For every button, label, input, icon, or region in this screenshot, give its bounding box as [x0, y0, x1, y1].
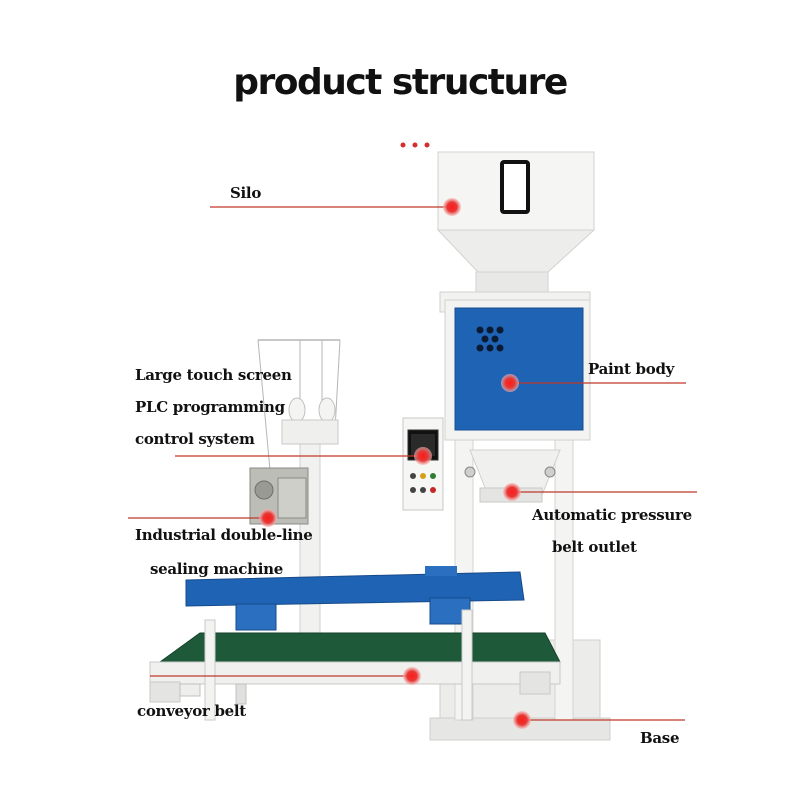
label-sealing-1: Industrial double-line	[135, 526, 313, 544]
paint-body-marker	[501, 374, 519, 392]
label-outlet-2: belt outlet	[552, 538, 637, 556]
touch-screen-marker	[414, 447, 432, 465]
label-conveyor: conveyor belt	[137, 702, 246, 720]
label-touch-screen-1: Large touch screen	[135, 366, 292, 384]
label-sealing-2: sealing machine	[150, 560, 283, 578]
silo-marker	[443, 198, 461, 216]
label-base: Base	[640, 729, 680, 747]
decorative-dots	[400, 142, 430, 148]
outlet-marker	[503, 483, 521, 501]
base-marker	[513, 711, 531, 729]
paint-body	[444, 299, 591, 441]
label-touch-screen-3: control system	[135, 430, 255, 448]
silo	[436, 151, 596, 293]
conveyor	[149, 609, 561, 721]
page-title: product structure	[233, 62, 568, 103]
leader-lines	[128, 206, 697, 721]
label-silo: Silo	[230, 184, 262, 202]
label-touch-screen-2: PLC programming	[135, 398, 285, 416]
marker-dots	[259, 198, 531, 729]
sealing-marker	[259, 509, 277, 527]
label-paint-body: Paint body	[588, 360, 675, 378]
conveyor-marker	[403, 667, 421, 685]
label-outlet-1: Automatic pressure	[532, 506, 692, 524]
belt-outlet	[464, 449, 561, 503]
guide-rail	[185, 566, 525, 631]
